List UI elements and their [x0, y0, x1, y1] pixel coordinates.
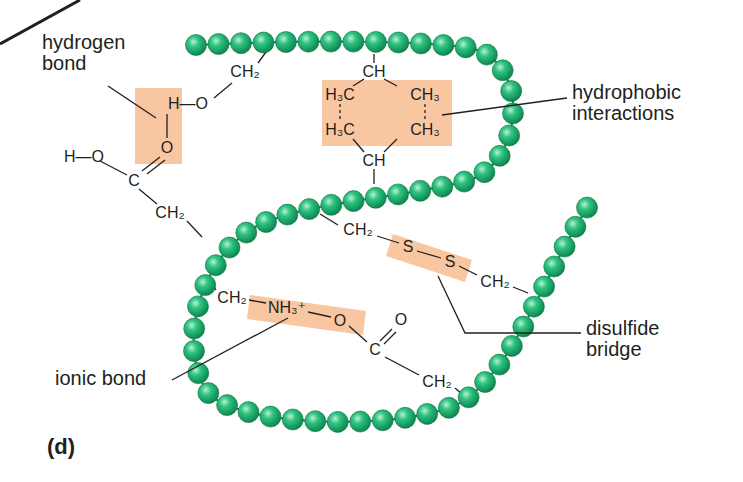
callout-label: hydrophobic interactions	[572, 82, 722, 124]
chem-atom: O	[395, 312, 407, 328]
amino-acid-bead	[432, 176, 453, 197]
panel-letter: (d)	[47, 435, 75, 458]
chem-group: CH₂	[422, 374, 451, 390]
amino-acid-bead	[417, 403, 438, 424]
amino-acid-bead	[544, 256, 565, 277]
amino-acid-bead	[186, 35, 207, 56]
chem-group: CH₂	[480, 274, 509, 290]
amino-acid-bead	[501, 81, 522, 102]
amino-acid-bead	[343, 31, 364, 52]
amino-acid-bead	[513, 316, 534, 337]
amino-acid-bead	[455, 37, 476, 58]
amino-acid-bead	[433, 35, 454, 56]
amino-acid-bead	[327, 411, 348, 432]
amino-acid-bead	[454, 171, 475, 192]
chem-atom: S	[403, 239, 414, 255]
amino-acid-bead	[350, 411, 371, 432]
chem-group: NH₃⁺	[268, 300, 306, 316]
chem-atom: C	[128, 173, 140, 189]
chem-group: CH	[362, 153, 385, 169]
amino-acid-bead	[321, 194, 342, 215]
amino-acid-bead	[236, 222, 257, 243]
chem-group: CH₂	[217, 290, 246, 306]
chem-group: CH₂	[343, 222, 372, 238]
amino-acid-bead	[438, 397, 459, 418]
chem-atom: S	[445, 254, 456, 270]
chem-group: CH₂	[230, 64, 259, 80]
amino-acid-bead	[388, 184, 409, 205]
amino-acid-bead	[410, 180, 431, 201]
amino-acid-bead	[489, 354, 510, 375]
amino-acid-bead	[577, 197, 598, 218]
amino-acid-bead	[492, 60, 513, 81]
chem-group: H₃C	[325, 122, 355, 138]
leader-lines	[108, 86, 581, 380]
amino-acid-bead	[475, 372, 496, 393]
chem-group: CH	[362, 64, 385, 80]
amino-acid-bead	[534, 276, 555, 297]
amino-acid-bead	[395, 407, 416, 428]
amino-acid-bead	[219, 237, 240, 258]
callout-label: disulfide bridge	[586, 318, 696, 360]
amino-acid-bead	[499, 125, 520, 146]
amino-acid-bead	[298, 31, 319, 52]
amino-acid-bead	[501, 335, 522, 356]
amino-acid-bead	[474, 162, 495, 183]
amino-acid-bead	[198, 383, 219, 404]
chem-group: CH₃	[410, 87, 440, 103]
amino-acid-bead	[299, 199, 320, 220]
amino-acid-bead	[188, 296, 209, 317]
amino-acid-bead	[365, 31, 386, 52]
amino-acid-bead	[184, 341, 205, 362]
disulfide-patch	[386, 234, 472, 282]
amino-acid-bead	[208, 34, 229, 55]
chem-atom: O	[334, 313, 346, 329]
amino-acid-bead	[205, 255, 226, 276]
amino-acid-bead	[343, 191, 364, 212]
amino-acid-bead	[476, 44, 497, 65]
amino-acid-bead	[489, 145, 510, 166]
chem-group: H₃C	[325, 87, 355, 103]
amino-acid-bead	[277, 204, 298, 225]
amino-acid-bead	[388, 32, 409, 53]
amino-acid-bead	[253, 32, 274, 53]
chem-group: CH₂	[155, 205, 184, 221]
amino-acid-bead	[305, 411, 326, 432]
amino-acid-bead	[256, 212, 277, 233]
amino-acid-bead	[260, 406, 281, 427]
amino-acid-bead	[365, 187, 386, 208]
amino-acid-bead	[238, 402, 259, 423]
amino-acid-bead	[275, 32, 296, 53]
chem-atom: C	[369, 342, 381, 358]
amino-acid-bead	[372, 410, 393, 431]
callout-label: hydrogen bond	[42, 32, 147, 74]
chem-group: H—O	[168, 96, 208, 112]
bond-lines	[100, 52, 528, 394]
amino-acid-bead	[565, 216, 586, 237]
amino-acid-bead	[410, 33, 431, 54]
callout-label: ionic bond	[55, 368, 146, 389]
chem-group: CH₃	[410, 122, 440, 138]
amino-acid-bead	[320, 31, 341, 52]
amino-acid-bead	[523, 296, 544, 317]
amino-acid-bead	[195, 275, 216, 296]
polypeptide-chain	[194, 42, 592, 422]
amino-acid-bead	[554, 236, 575, 257]
chem-atom: O	[161, 140, 173, 156]
highlight-patches	[135, 80, 472, 335]
amino-acid-bead	[231, 33, 252, 54]
chem-group: H—O	[64, 149, 104, 165]
amino-acid-bead	[458, 387, 479, 408]
hydrophobic-patch	[322, 80, 452, 146]
amino-acid-beads	[184, 31, 598, 432]
amino-acid-bead	[282, 409, 303, 430]
ionic-patch	[247, 295, 366, 335]
amino-acid-bead	[184, 318, 205, 339]
amino-acid-bead	[217, 395, 238, 416]
